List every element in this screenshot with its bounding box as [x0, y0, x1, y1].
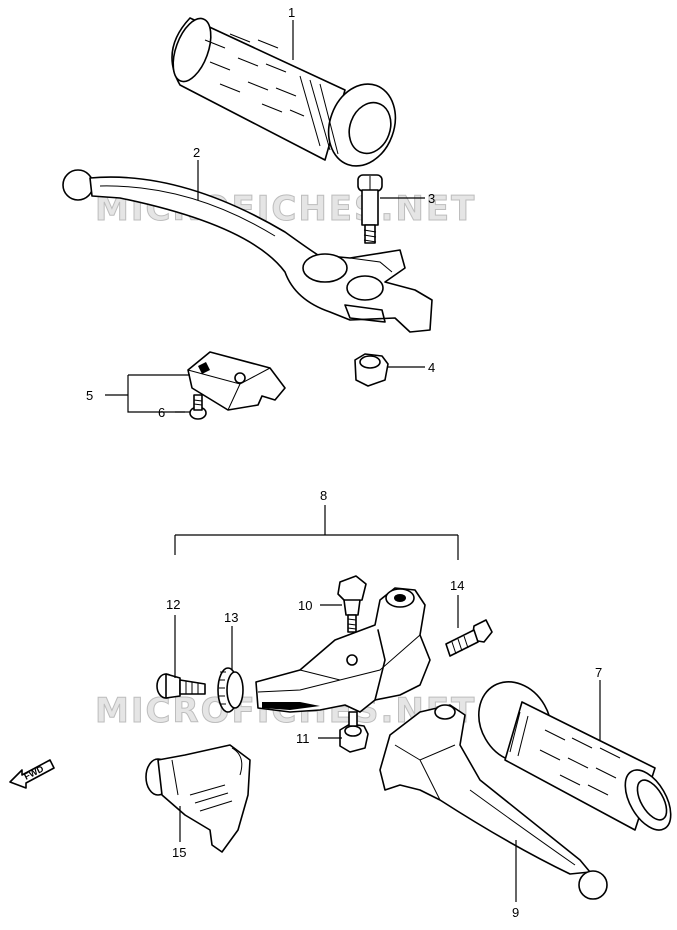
adjuster-13	[217, 667, 244, 713]
callout-8: 8	[320, 488, 327, 503]
callout-1: 1	[288, 5, 295, 20]
callout-4: 4	[428, 360, 435, 375]
callout-5: 5	[86, 388, 93, 403]
bolt-10	[337, 575, 367, 633]
screw-6	[189, 394, 207, 420]
callout-15: 15	[172, 845, 186, 860]
lever-top	[62, 169, 433, 333]
callout-10: 10	[298, 598, 312, 613]
callout-12: 12	[166, 597, 180, 612]
lever-bottom	[379, 704, 608, 900]
bolt-3	[357, 174, 383, 244]
callout-7: 7	[595, 665, 602, 680]
bolt-12	[156, 673, 206, 699]
forward-arrow: FWD	[9, 759, 55, 789]
bolt-14	[445, 619, 493, 657]
callout-2: 2	[193, 145, 200, 160]
holder-8	[255, 587, 431, 713]
callout-9: 9	[512, 905, 519, 920]
callout-labels: 1 2 3 4 5 6 8 12 13 10 14 7 11 15 9	[86, 5, 602, 920]
callout-11: 11	[296, 731, 310, 746]
callout-3: 3	[428, 191, 435, 206]
leader-lines	[105, 20, 601, 902]
grip-top	[171, 17, 397, 167]
switch-5	[187, 351, 286, 411]
nut-11	[339, 711, 369, 753]
callout-13: 13	[224, 610, 238, 625]
nut-4	[354, 353, 389, 387]
boot-15	[145, 744, 251, 853]
callout-14: 14	[450, 578, 464, 593]
grip-bottom	[478, 681, 672, 831]
callout-6: 6	[158, 405, 165, 420]
